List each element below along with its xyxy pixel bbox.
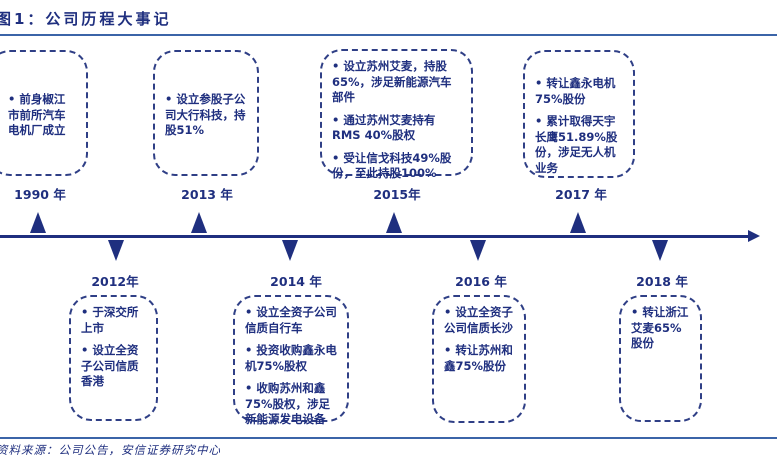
marker-up-2015 (386, 212, 402, 233)
event-item: 前身椒江市前所汽车电机厂成立 (8, 92, 76, 139)
marker-up-1990 (30, 212, 46, 233)
marker-up-2013 (191, 212, 207, 233)
event-item: 累计取得天宇长鹰51.89%股份，涉足无人机业务 (535, 114, 623, 176)
event-box-2014: 设立全资子公司信质自行车 投资收购鑫永电机75%股权 收购苏州和鑫75%股权，涉… (233, 295, 349, 426)
event-item: 通过苏州艾麦持有RMS 40%股权 (332, 113, 461, 144)
event-box-2015: 设立苏州艾麦，持股65%，涉足新能源汽车部件 通过苏州艾麦持有RMS 40%股权… (320, 49, 473, 180)
event-item: 设立全资子公司信质自行车 (245, 305, 337, 336)
bottom-divider (0, 437, 777, 439)
event-box-2017: 转让鑫永电机75%股份 累计取得天宇长鹰51.89%股份，涉足无人机业务 (523, 50, 635, 178)
timeline-axis (0, 235, 750, 238)
event-item: 设立全资子公司信质香港 (81, 343, 146, 390)
event-item: 投资收购鑫永电机75%股权 (245, 343, 337, 374)
year-label-2014: 2014 年 (270, 274, 322, 289)
event-item: 收购苏州和鑫75%股权，涉足新能源发电设备 (245, 381, 337, 428)
event-box-2012: 于深交所上市 设立全资子公司信质香港 (69, 295, 158, 421)
year-label-2017: 2017 年 (555, 187, 607, 202)
arrow-right-icon (748, 230, 760, 242)
year-label-2013: 2013 年 (181, 187, 233, 202)
figure-title: 图1：公司历程大事记 (0, 10, 172, 28)
event-box-2018: 转让浙江艾麦65%股份 (619, 295, 702, 422)
year-label-1990: 1990 年 (14, 187, 66, 202)
event-box-1990: 前身椒江市前所汽车电机厂成立 (0, 50, 88, 176)
year-label-2018: 2018 年 (636, 274, 688, 289)
event-item: 设立苏州艾麦，持股65%，涉足新能源汽车部件 (332, 59, 461, 106)
event-box-2016: 设立全资子公司信质长沙 转让苏州和鑫75%股份 (432, 295, 526, 423)
event-item: 受让信戈科技49%股份，至此持股100% (332, 151, 461, 182)
event-item: 设立全资子公司信质长沙 (444, 305, 514, 336)
top-divider (0, 34, 777, 36)
marker-down-2018 (652, 240, 668, 261)
event-box-2013: 设立参股子公司大行科技，持股51% (153, 50, 259, 176)
year-label-2016: 2016 年 (455, 274, 507, 289)
event-item: 转让鑫永电机75%股份 (535, 76, 623, 107)
marker-up-2017 (570, 212, 586, 233)
source-note: 资料来源：公司公告，安信证券研究中心 (0, 443, 221, 457)
event-item: 于深交所上市 (81, 305, 146, 336)
marker-down-2012 (108, 240, 124, 261)
year-label-2012: 2012年 (91, 274, 139, 289)
year-label-2015: 2015年 (373, 187, 421, 202)
marker-down-2014 (282, 240, 298, 261)
event-item: 转让苏州和鑫75%股份 (444, 343, 514, 374)
event-item: 转让浙江艾麦65%股份 (631, 305, 690, 352)
marker-down-2016 (470, 240, 486, 261)
event-item: 设立参股子公司大行科技，持股51% (165, 92, 247, 139)
